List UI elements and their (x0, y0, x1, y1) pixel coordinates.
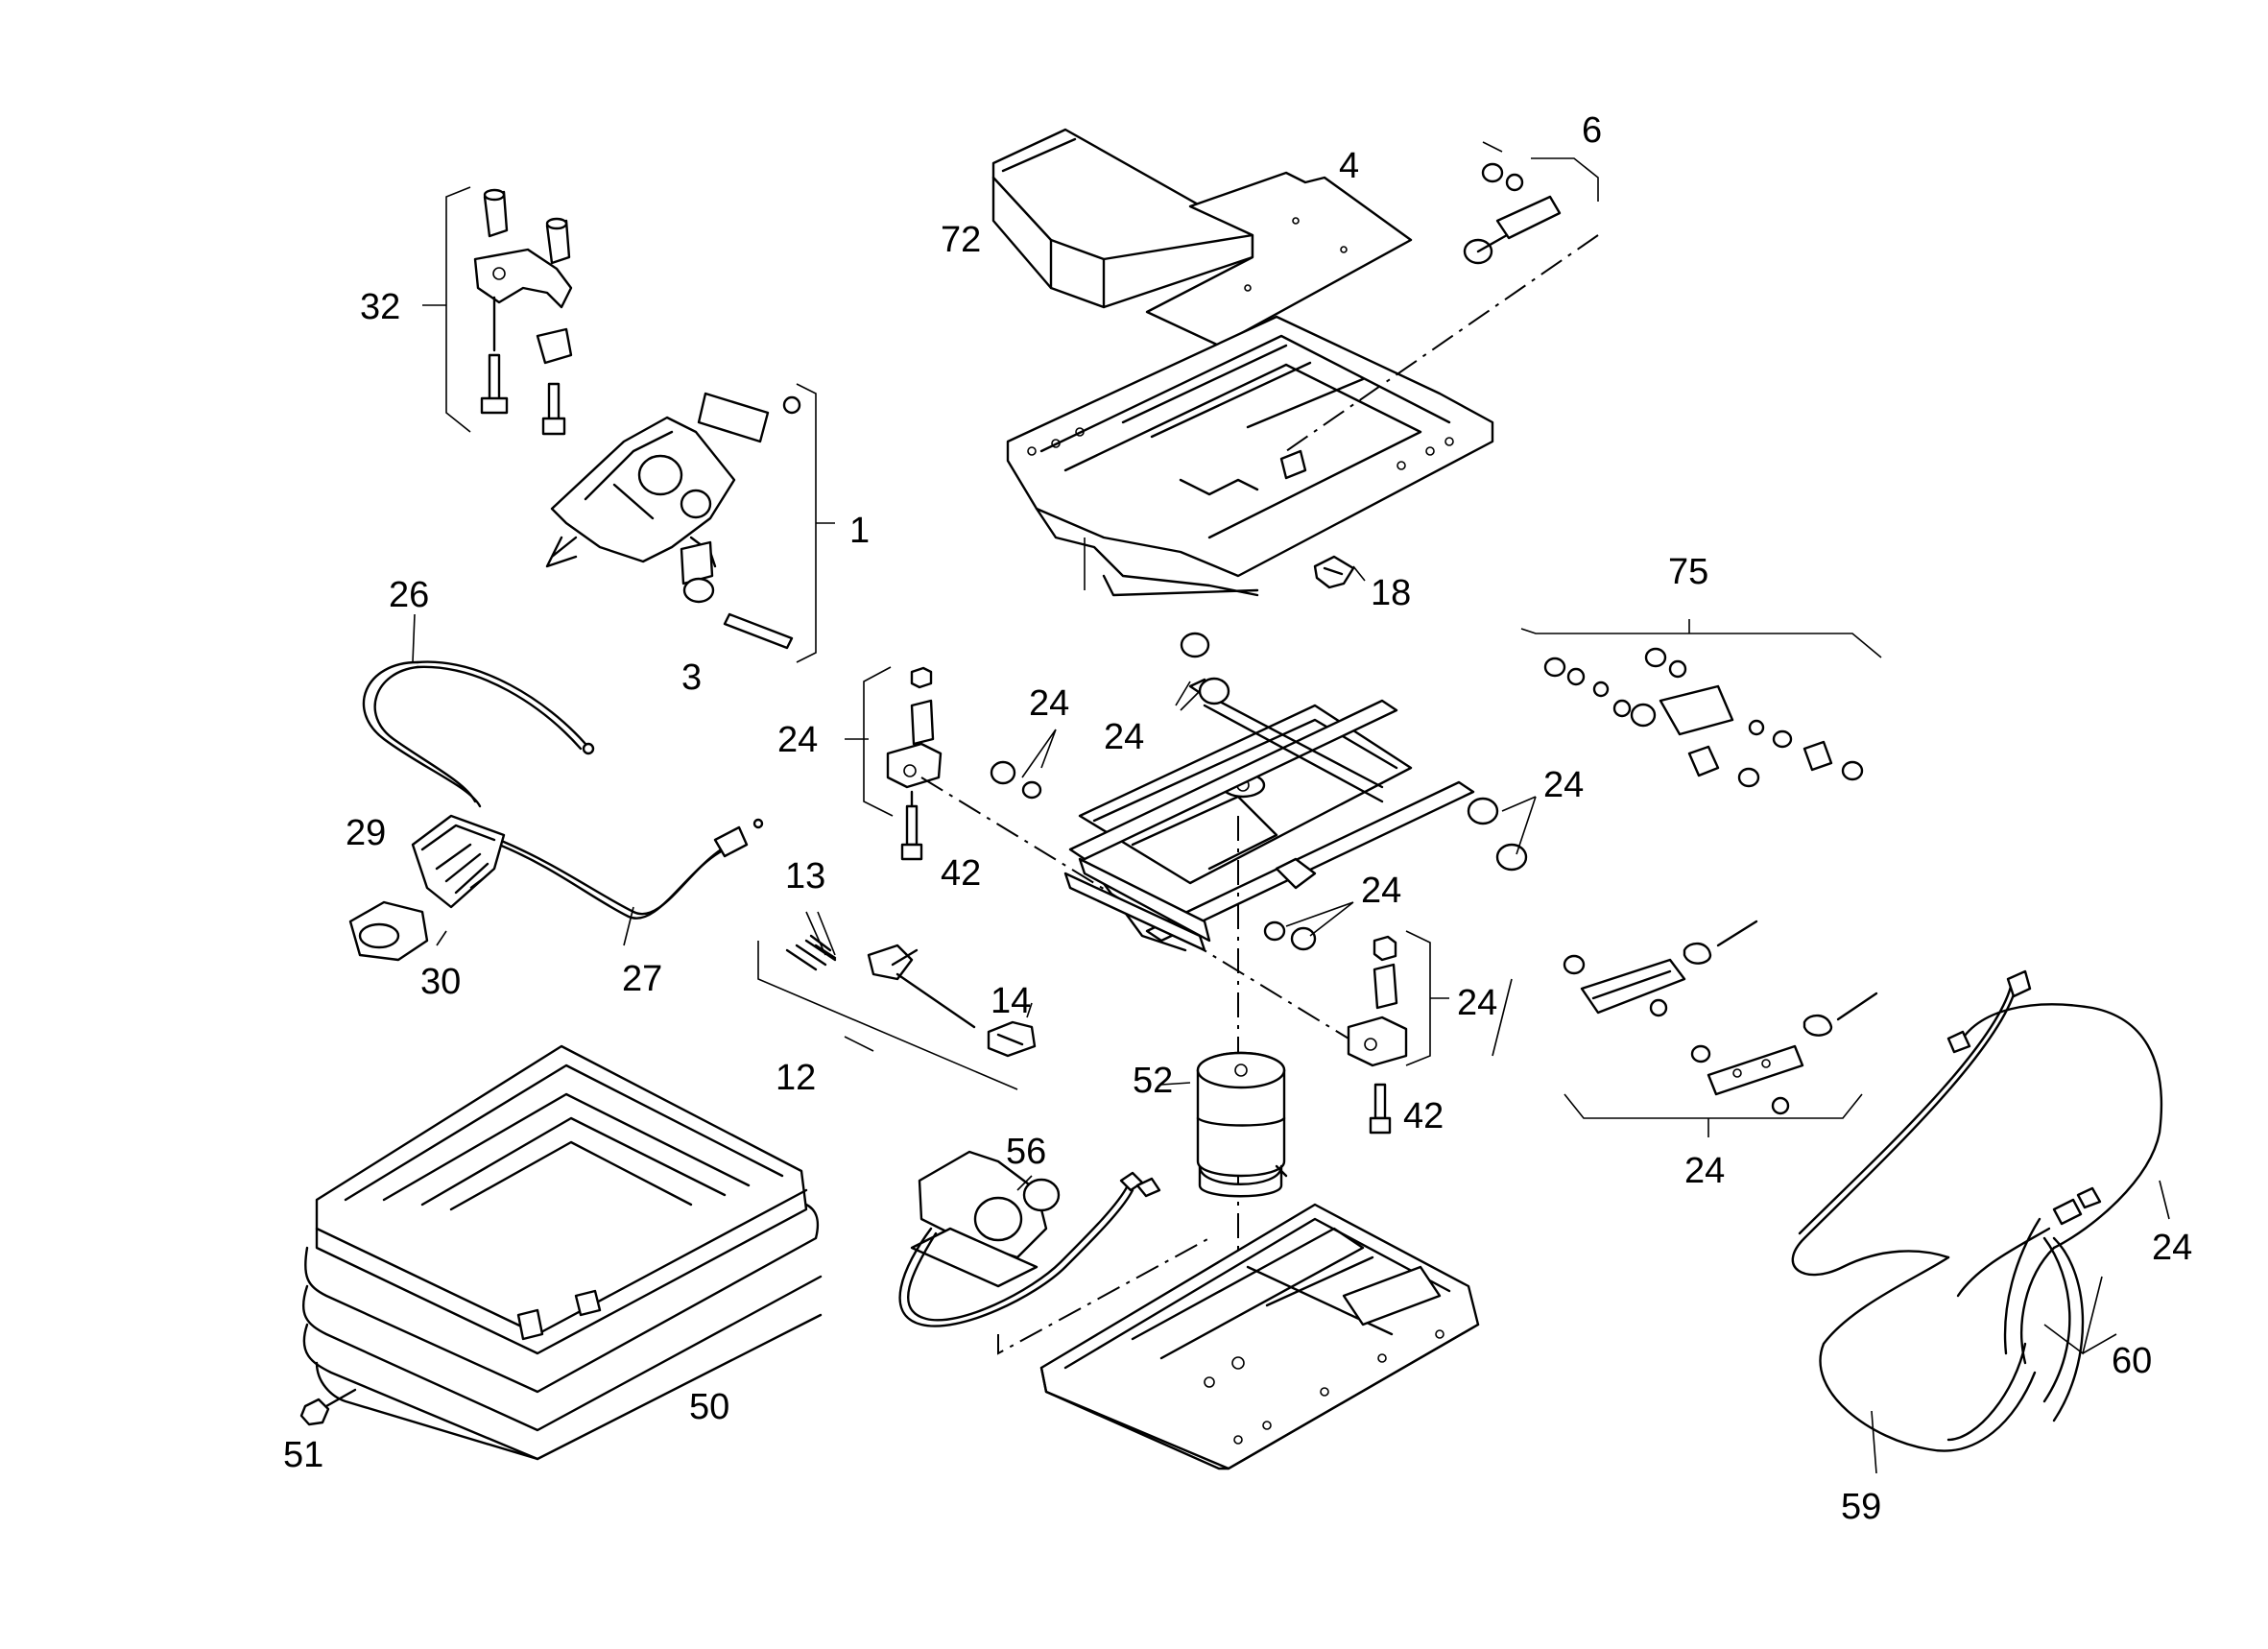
label-52: 52 (1133, 1061, 1173, 1101)
label-24-d: 24 (1543, 765, 1584, 805)
label-30: 30 (420, 962, 461, 1002)
part-1-mechanism (545, 392, 801, 650)
label-42-a: 42 (941, 853, 981, 894)
part-24-right-block (1347, 935, 1408, 1135)
part-24-mounts (1563, 920, 1878, 1115)
part-72-cushion (991, 128, 1254, 309)
part-52-air-spring (1196, 1051, 1288, 1198)
label-56: 56 (1006, 1132, 1046, 1172)
label-14: 14 (991, 981, 1031, 1021)
part-4-plate (1145, 171, 1413, 347)
part-59-harness (1791, 969, 2037, 1452)
label-24-a: 24 (777, 720, 818, 760)
label-24-c: 24 (1104, 717, 1144, 757)
label-50: 50 (689, 1387, 729, 1427)
label-24-f: 24 (1457, 983, 1497, 1023)
assembly-line-56 (997, 1237, 1210, 1355)
part-6-roller (1463, 162, 1562, 265)
label-6: 6 (1582, 110, 1602, 151)
label-24-b: 24 (1029, 683, 1069, 724)
part-labels: 1 3 4 6 12 13 14 18 24 24 24 24 24 24 24… (283, 110, 2192, 1527)
part-50-bellows (301, 1044, 823, 1461)
assembly-line-24 (920, 777, 1354, 1042)
upper-slide-frame (1006, 315, 1494, 597)
part-56-compressor (898, 1150, 1161, 1327)
part-32-lever-assembly (473, 188, 573, 436)
part-12-rod (867, 944, 976, 1029)
scissor-mechanism (1063, 678, 1475, 952)
part-27-cable (497, 818, 764, 920)
label-60: 60 (2112, 1341, 2152, 1381)
part-24-left-block (886, 666, 943, 861)
part-51-screw (299, 1388, 357, 1426)
part-24-rollers (990, 632, 1528, 951)
leader-lines (412, 141, 2170, 1474)
label-3: 3 (681, 657, 702, 698)
part-18-clip (1313, 555, 1355, 589)
label-75: 75 (1668, 552, 1708, 592)
part-26-cable (362, 660, 595, 808)
label-51: 51 (283, 1435, 323, 1475)
part-29-handle (411, 814, 506, 909)
label-26: 26 (389, 575, 429, 615)
label-1: 1 (849, 511, 870, 551)
label-18: 18 (1371, 573, 1411, 613)
part-14-knob (987, 1020, 1037, 1058)
label-4: 4 (1339, 146, 1359, 186)
label-29: 29 (346, 813, 386, 853)
part-13-springs (785, 934, 837, 971)
label-59: 59 (1841, 1487, 1881, 1527)
label-24-h: 24 (2152, 1228, 2192, 1268)
label-12: 12 (776, 1058, 816, 1098)
lower-base-frame (1039, 1203, 1480, 1470)
label-42-b: 42 (1403, 1096, 1444, 1136)
label-72: 72 (941, 220, 981, 260)
part-30-knob (348, 900, 429, 962)
label-13: 13 (785, 856, 825, 896)
label-24-e: 24 (1361, 871, 1401, 911)
part-75-shaft (1543, 647, 1864, 788)
assembly-line-6 (1285, 234, 1599, 452)
part-60-harness (1946, 1003, 2163, 1422)
label-24-g: 24 (1684, 1151, 1725, 1191)
label-32: 32 (360, 287, 400, 327)
label-27: 27 (622, 959, 662, 999)
